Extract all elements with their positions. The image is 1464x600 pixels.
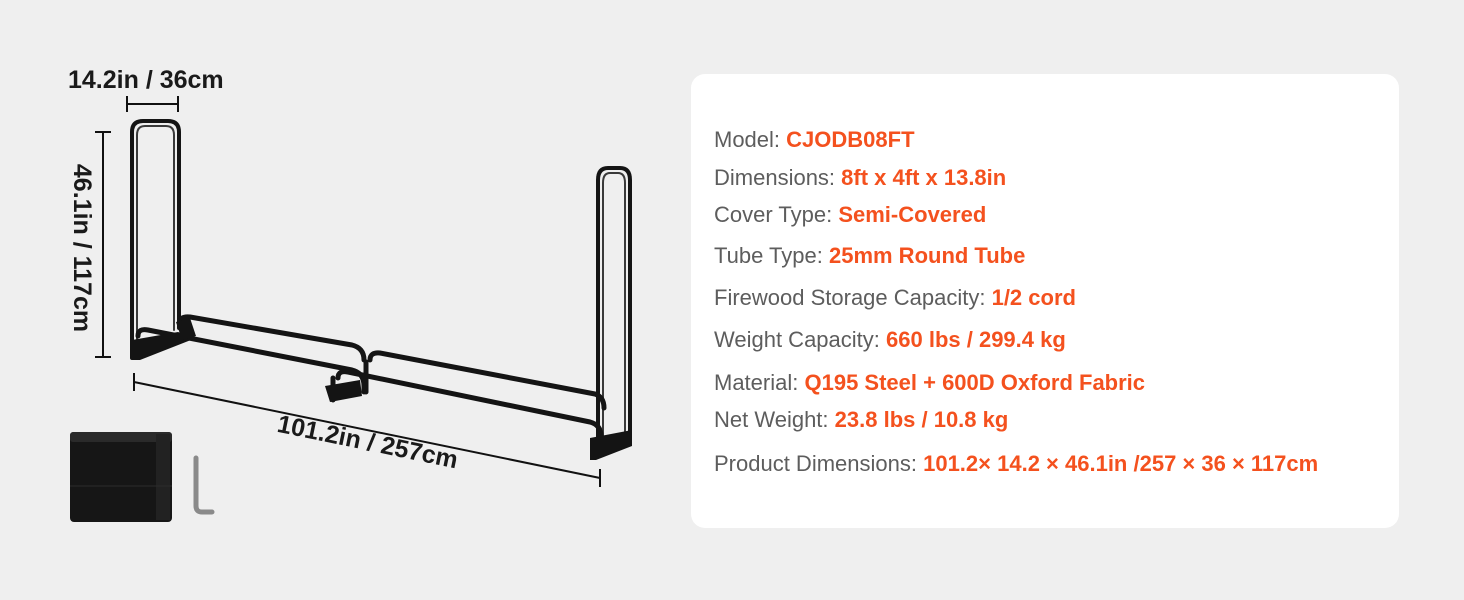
spec-label: Tube Type: [714, 243, 829, 268]
spec-row-model: Model: CJODB08FT [714, 127, 915, 153]
spec-row-weight-capacity: Weight Capacity: 660 lbs / 299.4 kg [714, 327, 1066, 353]
spec-value: 1/2 cord [991, 285, 1076, 310]
spec-label: Model: [714, 127, 787, 152]
spec-label: Product Dimensions: [714, 451, 924, 476]
hex-key-icon [193, 455, 215, 515]
spec-value: 25mm Round Tube [828, 243, 1026, 268]
spec-value: Semi-Covered [838, 202, 987, 227]
product-illustration: 14.2in / 36cm 46.1in / 117cm 101.2in / 2… [68, 66, 632, 522]
spec-row-product-dimensions: Product Dimensions: 101.2× 14.2 × 46.1in… [714, 451, 1318, 477]
specifications-card: Model: CJODB08FT Dimensions: 8ft x 4ft x… [691, 74, 1399, 528]
spec-value: CJODB08FT [786, 127, 915, 152]
spec-value: Q195 Steel + 600D Oxford Fabric [804, 370, 1146, 395]
spec-value: 101.2× 14.2 × 46.1in /257 × 36 × 117cm [923, 451, 1319, 476]
height-label: 46.1in / 117cm [68, 164, 96, 332]
spec-label: Net Weight: [714, 407, 835, 432]
spec-row-net-weight: Net Weight: 23.8 lbs / 10.8 kg [714, 407, 1008, 433]
depth-dimension: 14.2in / 36cm [68, 66, 224, 112]
spec-row-dimensions: Dimensions: 8ft x 4ft x 13.8in [714, 165, 1006, 191]
spec-row-storage-capacity: Firewood Storage Capacity: 1/2 cord [714, 285, 1076, 311]
length-label: 101.2in / 257cm [275, 410, 460, 474]
spec-value: 8ft x 4ft x 13.8in [841, 165, 1007, 190]
spec-value: 23.8 lbs / 10.8 kg [834, 407, 1009, 432]
spec-row-cover-type: Cover Type: Semi-Covered [714, 202, 986, 228]
spec-value: 660 lbs / 299.4 kg [886, 327, 1066, 352]
spec-label: Cover Type: [714, 202, 839, 227]
spec-label: Weight Capacity: [714, 327, 887, 352]
spec-row-material: Material: Q195 Steel + 600D Oxford Fabri… [714, 370, 1145, 396]
spec-row-tube-type: Tube Type: 25mm Round Tube [714, 243, 1025, 269]
spec-label: Material: [714, 370, 805, 395]
foot-brackets [132, 318, 632, 460]
spec-label: Firewood Storage Capacity: [714, 285, 992, 310]
depth-label: 14.2in / 36cm [68, 66, 224, 94]
folded-cover-icon [70, 432, 172, 522]
spec-label: Dimensions: [714, 165, 842, 190]
log-rack-frame [130, 119, 632, 450]
height-dimension: 46.1in / 117cm [68, 131, 111, 358]
